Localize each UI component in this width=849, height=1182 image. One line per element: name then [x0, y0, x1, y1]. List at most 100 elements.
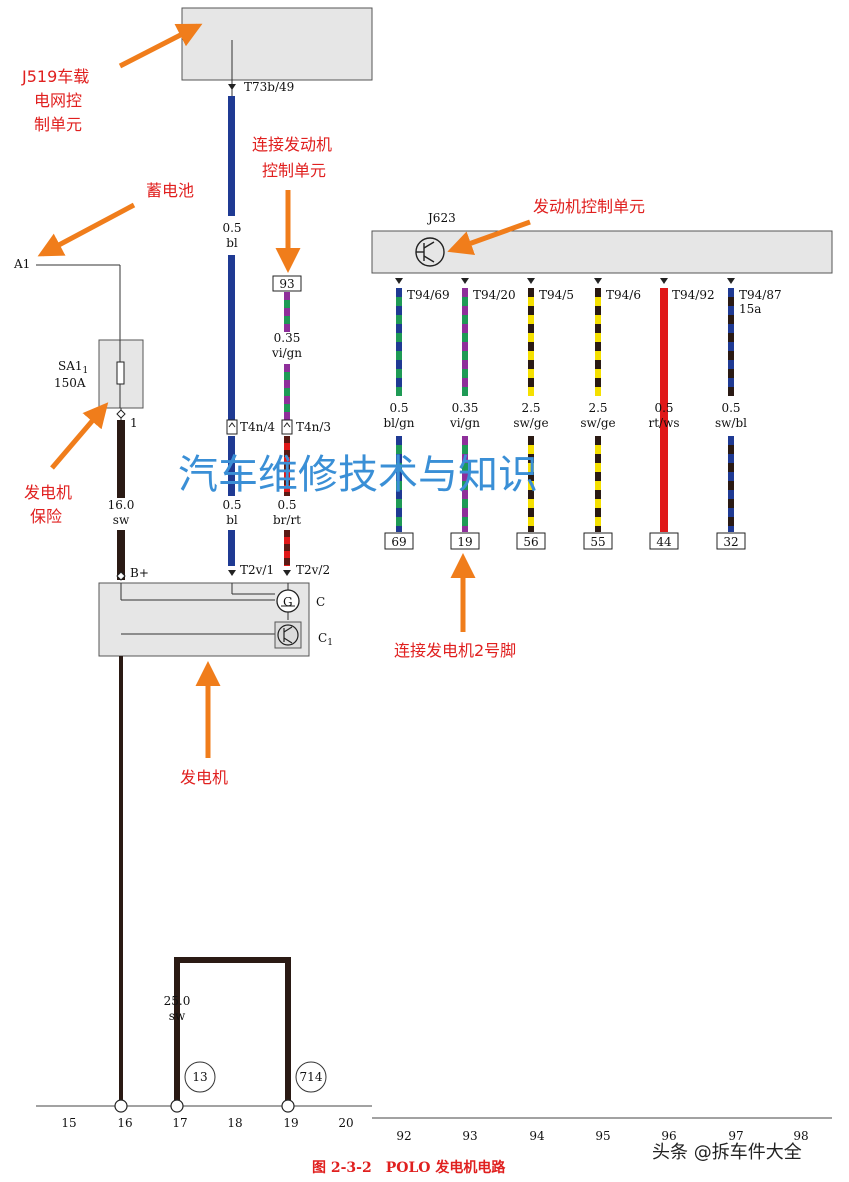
ground-node-17 — [170, 1099, 184, 1113]
ecu-pin-box-label-1: 19 — [457, 535, 472, 549]
ecu-wire-color-1: vi/gn — [449, 416, 480, 430]
label-a1: A1 — [13, 257, 30, 271]
label-j623: J623 — [426, 211, 456, 225]
arrow-j519 — [118, 23, 203, 69]
ecu-wire-gauge-2: 2.5 — [521, 401, 540, 415]
connector-t4n-1 — [281, 419, 293, 435]
ecu-wire-lower-2 — [528, 436, 534, 532]
ecu-pin-label-4: T94/92 — [672, 288, 715, 302]
arrow-gen-fuse — [50, 402, 109, 470]
annotation-j519-line3: 制单元 — [34, 115, 82, 134]
wire-sw25-loop — [174, 957, 291, 1100]
label-pin93: 93 — [279, 277, 294, 291]
wire-label-bl-a-gauge: 0.5 — [222, 221, 241, 235]
annotation-battery: 蓄电池 — [146, 181, 194, 200]
ecu-wire-upper-0 — [396, 288, 402, 396]
ecu-wire-color-5: sw/bl — [715, 416, 747, 430]
ecu-wire-color-2: sw/ge — [513, 416, 548, 430]
arrow-engine-ecu — [447, 219, 531, 256]
j623-panel — [371, 230, 833, 274]
connector-t4n-0 — [226, 419, 238, 435]
label-t4n3: T4n/3 — [296, 420, 331, 434]
connector-t2v1 — [228, 570, 236, 576]
wire-label-sw16-gauge: 16.0 — [108, 498, 135, 512]
ground-point-714 — [295, 1061, 327, 1093]
regulator-transistor-icon — [274, 621, 302, 649]
ecu-wire-gauge-1: 0.35 — [452, 401, 479, 415]
wire-label-bl-b-gauge: 0.5 — [222, 498, 241, 512]
wire-label-vign-a-gauge: 0.35 — [274, 331, 301, 345]
bottom-number-15: 15 — [61, 1116, 76, 1130]
ecu-wire-upper-4 — [660, 288, 668, 396]
wire-label-brrt-gauge: 0.5 — [277, 498, 296, 512]
annotation-gen-fuse-line2: 保险 — [30, 507, 62, 526]
connector-bplus — [116, 571, 126, 581]
generator-g-icon — [276, 589, 300, 613]
ecu-pin-box-label-4: 44 — [656, 535, 672, 549]
wire-bl-lower — [228, 436, 235, 496]
wire-label-sw25-color: sw — [169, 1009, 186, 1023]
wire-ground-main — [119, 656, 123, 1104]
ecu-wire-color-0: bl/gn — [384, 416, 415, 430]
generator-box — [98, 582, 310, 657]
connector-t73b — [228, 84, 236, 90]
bottom-number-97: 97 — [728, 1129, 743, 1143]
ecu-pin-marker-0 — [395, 278, 403, 284]
connector-t2v2 — [283, 570, 291, 576]
ecu-pin-box-4 — [649, 532, 679, 550]
label-c: C — [316, 595, 325, 609]
label-t2v2: T2v/2 — [296, 563, 330, 577]
label-t2v1: T2v/1 — [240, 563, 274, 577]
label-fuse-pin: 1 — [130, 416, 138, 430]
bottom-number-18: 18 — [227, 1116, 242, 1130]
ecu-wire-upper-1 — [462, 288, 468, 396]
wire-bl-upper — [228, 96, 235, 216]
wire-brrt-seg1 — [284, 436, 290, 496]
wire-vign-seg1 — [284, 292, 290, 332]
bottom-number-95: 95 — [595, 1129, 610, 1143]
figure-caption: 图 2-3-2 POLO 发电机电路 — [312, 1159, 506, 1176]
annotation-j519-line2: 电网控 — [34, 91, 82, 110]
bottom-number-16: 16 — [117, 1116, 132, 1130]
bottom-number-93: 93 — [462, 1129, 477, 1143]
ecu-wire-gauge-0: 0.5 — [389, 401, 408, 415]
label-t4n4: T4n/4 — [240, 420, 275, 434]
bottom-number-96: 96 — [661, 1129, 676, 1143]
ecu-pin-marker-4 — [660, 278, 668, 284]
wire-brrt-seg2 — [284, 530, 290, 566]
ecu-pin-label-3: T94/6 — [606, 288, 641, 302]
annotation-gen-fuse-line1: 发电机 — [24, 483, 72, 502]
wire-sw16 — [117, 420, 125, 498]
ecu-pin-sub-label-5: 15a — [739, 302, 761, 316]
wire-vign-left — [284, 292, 290, 420]
ecu-pin-label-1: T94/20 — [473, 288, 516, 302]
wire-label-bl-b-color: bl — [226, 513, 238, 527]
label-sa1-rating: 150A — [54, 376, 86, 390]
label-ground-714: 714 — [300, 1070, 323, 1084]
wire-vign-seg2 — [284, 364, 290, 420]
ecu-wire-lower-3 — [595, 436, 601, 532]
wire-brrt — [284, 436, 290, 566]
ecu-pin-marker-2 — [527, 278, 535, 284]
ecu-pin-marker-1 — [461, 278, 469, 284]
annotation-engine-ecu: 发动机控制单元 — [533, 197, 645, 216]
bottom-number-19: 19 — [283, 1116, 298, 1130]
label-t73b: T73b/49 — [244, 80, 294, 94]
wire-label-sw25-gauge: 25.0 — [164, 994, 191, 1008]
ecu-pin-box-5 — [716, 532, 746, 550]
ecu-wire-upper-2 — [528, 288, 534, 396]
wire-bl-middle — [228, 255, 235, 420]
connector-fuse-pin — [116, 409, 126, 419]
ecu-wire-gauge-3: 2.5 — [588, 401, 607, 415]
wire-label-sw16-color: sw — [113, 513, 130, 527]
ecu-wire-lower-4 — [660, 436, 668, 532]
pin93-box — [272, 275, 302, 292]
ecu-wire-group — [384, 278, 746, 550]
signature: 头条 @拆车件大全 — [652, 1142, 802, 1163]
ecu-wire-color-4: rt/ws — [648, 416, 679, 430]
bottom-number-94: 94 — [529, 1129, 545, 1143]
ecu-pin-box-2 — [516, 532, 546, 550]
bottom-number-92: 92 — [396, 1129, 411, 1143]
wire-label-vign-a-color: vi/gn — [271, 346, 302, 360]
